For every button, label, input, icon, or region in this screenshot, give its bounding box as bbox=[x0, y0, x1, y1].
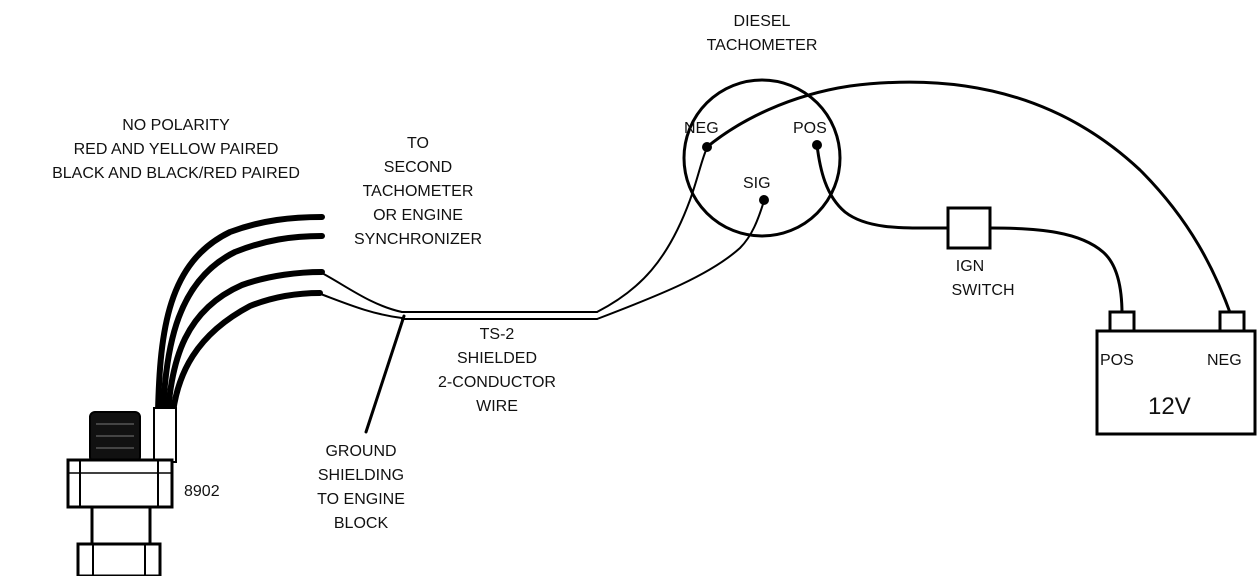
wire-type-note: TS-2 SHIELDED 2-CONDUCTOR WIRE bbox=[438, 326, 556, 415]
lead-to-second-tach-upper bbox=[155, 214, 325, 415]
tachometer-body bbox=[682, 78, 842, 238]
ground-line-3: TO ENGINE bbox=[317, 491, 405, 508]
ground-line-4: BLOCK bbox=[334, 515, 389, 532]
ign-switch-line-1: IGN bbox=[956, 258, 984, 275]
diesel-tach-title: DIESEL TACHOMETER bbox=[707, 13, 818, 54]
lead-join-lower bbox=[317, 292, 403, 319]
lead-to-cable-lower bbox=[170, 290, 323, 415]
second-tach-line-4: OR ENGINE bbox=[373, 207, 463, 224]
sender-hex-body bbox=[66, 458, 174, 509]
second-tach-line-2: SECOND bbox=[384, 159, 452, 176]
no-polarity-line-2: RED AND YELLOW PAIRED bbox=[74, 141, 279, 158]
wire-tach-pos-to-switch bbox=[815, 143, 950, 230]
ign-switch-note: IGN SWITCH bbox=[951, 258, 1014, 299]
lead-to-second-tach-lower bbox=[160, 233, 325, 415]
sender-neck bbox=[90, 505, 152, 546]
battery: POS NEG 12V bbox=[1095, 310, 1257, 436]
sender-leads bbox=[155, 214, 403, 415]
diesel-tach-line-1: DIESEL bbox=[734, 13, 791, 30]
battery-pos-label: POS bbox=[1100, 352, 1134, 369]
ts2-cable bbox=[364, 147, 765, 434]
sender-cap bbox=[89, 411, 141, 463]
wire-switch-to-battery-pos bbox=[988, 226, 1124, 316]
wire-type-line-3: 2-CONDUCTOR bbox=[438, 374, 556, 391]
wire-type-line-1: TS-2 bbox=[480, 326, 515, 343]
lead-join-upper bbox=[319, 271, 403, 313]
sender-part-number: 8902 bbox=[184, 483, 220, 500]
lead-to-cable-upper bbox=[165, 269, 325, 415]
ground-shield-wire bbox=[364, 314, 406, 434]
tach-neg-label: NEG bbox=[684, 120, 719, 137]
battery-neg-post bbox=[1218, 310, 1246, 333]
sender-unit: 8902 bbox=[66, 407, 220, 576]
wire-type-line-4: WIRE bbox=[476, 398, 518, 415]
ground-note: GROUND SHIELDING TO ENGINE BLOCK bbox=[317, 443, 405, 532]
tach-sig-terminal bbox=[759, 195, 769, 205]
no-polarity-line-3: BLACK AND BLACK/RED PAIRED bbox=[52, 165, 300, 182]
wire-to-tach-neg bbox=[596, 147, 708, 313]
second-tach-line-3: TACHOMETER bbox=[363, 183, 474, 200]
battery-neg-label: NEG bbox=[1207, 352, 1242, 369]
ign-switch-line-2: SWITCH bbox=[951, 282, 1014, 299]
second-tach-line-5: SYNCHRONIZER bbox=[354, 231, 482, 248]
wire-tach-neg-to-battery-neg bbox=[705, 80, 1234, 320]
battery-voltage: 12V bbox=[1148, 393, 1191, 420]
tach-pos-label: POS bbox=[793, 120, 827, 137]
sender-thread bbox=[76, 542, 162, 576]
wire-type-line-2: SHIELDED bbox=[457, 350, 537, 367]
ign-switch-box bbox=[946, 206, 992, 250]
ground-line-1: GROUND bbox=[325, 443, 396, 460]
tach-sig-label: SIG bbox=[743, 175, 771, 192]
no-polarity-line-1: NO POLARITY bbox=[122, 117, 230, 134]
second-tach-line-1: TO bbox=[407, 135, 429, 152]
no-polarity-note: NO POLARITY RED AND YELLOW PAIRED BLACK … bbox=[52, 117, 300, 182]
diesel-tach-line-2: TACHOMETER bbox=[707, 37, 818, 54]
diesel-tachometer: NEG POS SIG bbox=[682, 78, 842, 238]
sender-connector bbox=[153, 407, 177, 463]
wire-to-tach-sig bbox=[596, 200, 765, 320]
ground-line-2: SHIELDING bbox=[318, 467, 404, 484]
battery-pos-post bbox=[1108, 310, 1136, 333]
battery-body bbox=[1095, 329, 1257, 436]
second-tach-note: TO SECOND TACHOMETER OR ENGINE SYNCHRONI… bbox=[354, 135, 482, 248]
